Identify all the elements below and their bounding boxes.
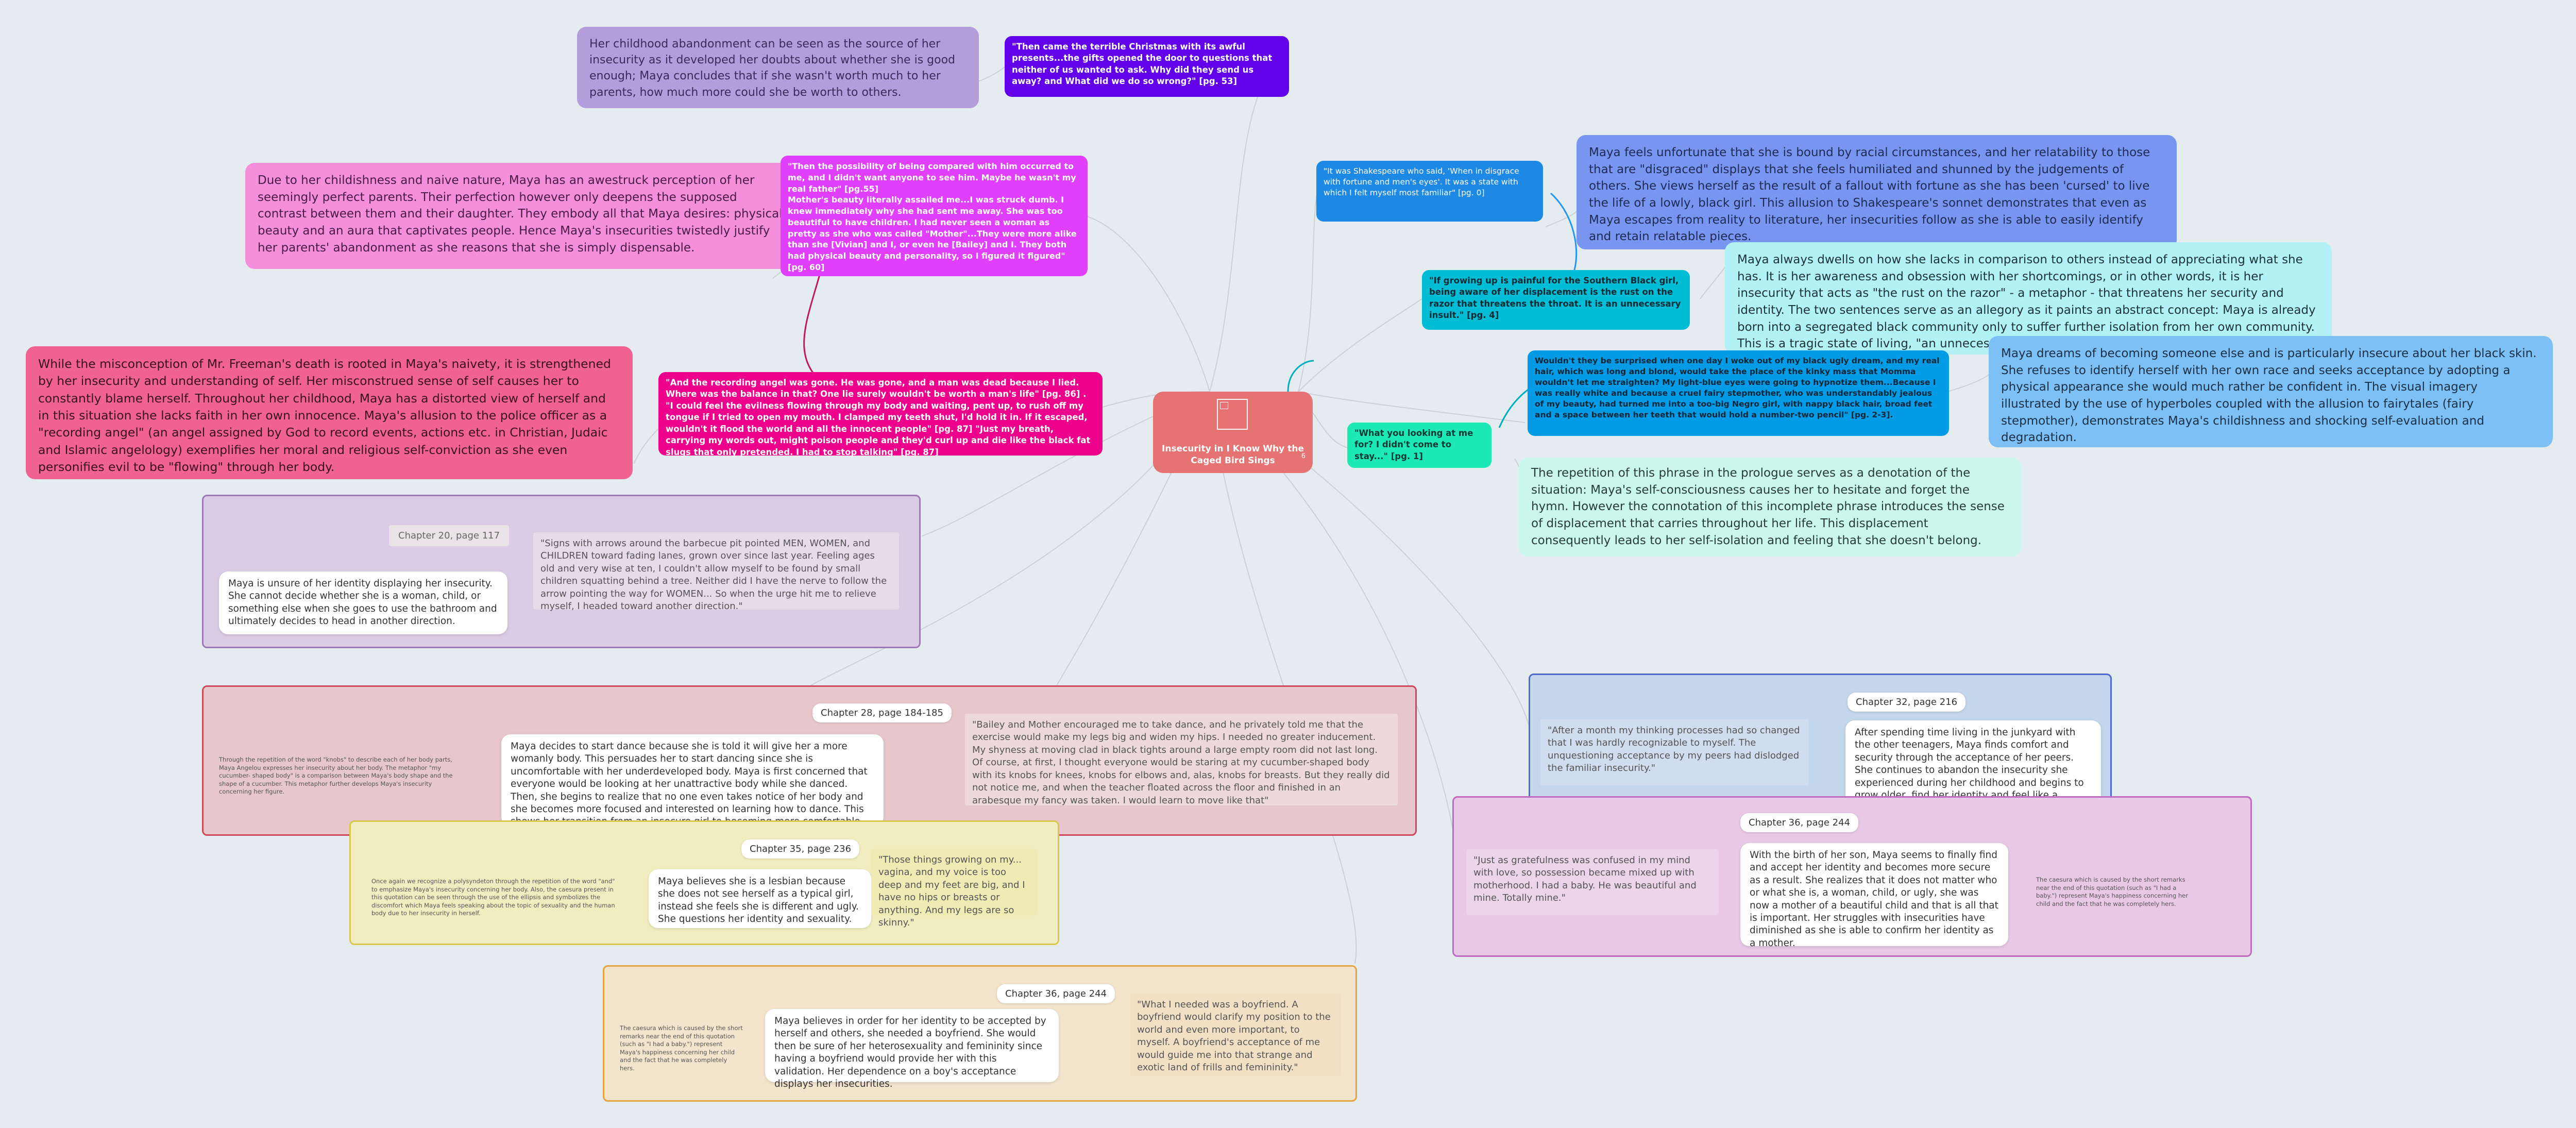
chapter-36-motherhood-group: Chapter 36, page 244 "Just as gratefulne… xyxy=(1452,796,2252,957)
chapter-32-label: Chapter 32, page 216 xyxy=(1848,693,1966,712)
stay-quote-node[interactable]: "What you looking at me for? I didn't co… xyxy=(1347,423,1492,468)
chapter-36b-note[interactable]: With the birth of her son, Maya seems to… xyxy=(1740,843,2008,949)
chapter-20-quote[interactable]: "Signs with arrows around the barbecue p… xyxy=(533,532,899,612)
christmas-quote-node[interactable]: "Then came the terrible Christmas with i… xyxy=(1005,36,1289,97)
chapter-35-label: Chapter 35, page 236 xyxy=(741,839,860,858)
chapter-20-group: Chapter 20, page 117 "Signs with arrows … xyxy=(202,495,921,648)
chapter-36a-technique: The caesura which is caused by the short… xyxy=(620,1024,743,1072)
chapter-28-label: Chapter 28, page 184-185 xyxy=(812,703,952,722)
freeman-note[interactable]: While the misconception of Mr. Freeman's… xyxy=(26,346,633,479)
notes-count-badge: 6 xyxy=(1301,452,1306,460)
stay-note[interactable]: The repetition of this phrase in the pro… xyxy=(1519,458,2021,557)
shakespeare-quote-node[interactable]: "It was Shakespeare who said, 'When in d… xyxy=(1316,161,1543,222)
chapter-35-technique: Once again we recognize a polysyndeton t… xyxy=(371,878,615,917)
chapter-28-technique: Through the repetition of the word "knob… xyxy=(219,756,453,796)
chapter-36-boyfriend-group: Chapter 36, page 244 The caesura which i… xyxy=(603,965,1357,1102)
chapter-36b-label: Chapter 36, page 244 xyxy=(1740,813,1859,832)
shakespeare-note[interactable]: Maya feels unfortunate that she is bound… xyxy=(1577,135,2177,249)
chapter-28-note[interactable]: Maya decides to start dance because she … xyxy=(501,734,884,840)
razor-note[interactable]: Maya always dwells on how she lacks in c… xyxy=(1725,242,2332,355)
chapter-32-quote[interactable]: "After a month my thinking processes had… xyxy=(1540,719,1808,785)
razor-quote-node[interactable]: "If growing up is painful for the Southe… xyxy=(1422,270,1690,330)
chapter-36a-note[interactable]: Maya believes in order for her identity … xyxy=(765,1009,1059,1089)
root-title: Insecurity in I Know Why the Caged Bird … xyxy=(1162,444,1304,466)
abandonment-note[interactable]: Her childhood abandonment can be seen as… xyxy=(577,27,979,108)
chapter-35-note[interactable]: Maya believes she is a lesbian because s… xyxy=(649,869,871,928)
dream-note[interactable]: Maya dreams of becoming someone else and… xyxy=(1989,336,2553,447)
chapter-36b-technique: The caesura which is caused by the short… xyxy=(2036,876,2188,907)
chapter-35-group: Chapter 35, page 236 Once again we recog… xyxy=(349,820,1059,945)
dream-quote-node[interactable]: Wouldn't they be surprised when one day … xyxy=(1528,350,1949,436)
broken-image-icon xyxy=(1217,399,1248,430)
compare-quote-node[interactable]: "Then the possibility of being compared … xyxy=(781,156,1088,276)
chapter-28-quote[interactable]: "Bailey and Mother encouraged me to take… xyxy=(965,714,1398,806)
root-topic-node[interactable]: Insecurity in I Know Why the Caged Bird … xyxy=(1153,392,1313,473)
chapter-20-label: Chapter 20, page 117 xyxy=(389,525,510,546)
chapter-36a-quote[interactable]: "What I needed was a boyfriend. A boyfri… xyxy=(1130,994,1341,1076)
chapter-35-quote[interactable]: "Those things growing on my... vagina, a… xyxy=(871,849,1037,928)
chapter-36a-label: Chapter 36, page 244 xyxy=(997,984,1115,1003)
chapter-28-group: Chapter 28, page 184-185 Through the rep… xyxy=(202,685,1417,840)
parents-note[interactable]: Due to her childishness and naive nature… xyxy=(245,163,799,269)
chapter-20-note[interactable]: Maya is unsure of her identity displayin… xyxy=(219,571,507,634)
angel-quote-node[interactable]: "And the recording angel was gone. He wa… xyxy=(658,372,1103,457)
chapter-36b-quote[interactable]: "Just as gratefulness was confused in my… xyxy=(1466,849,1719,915)
